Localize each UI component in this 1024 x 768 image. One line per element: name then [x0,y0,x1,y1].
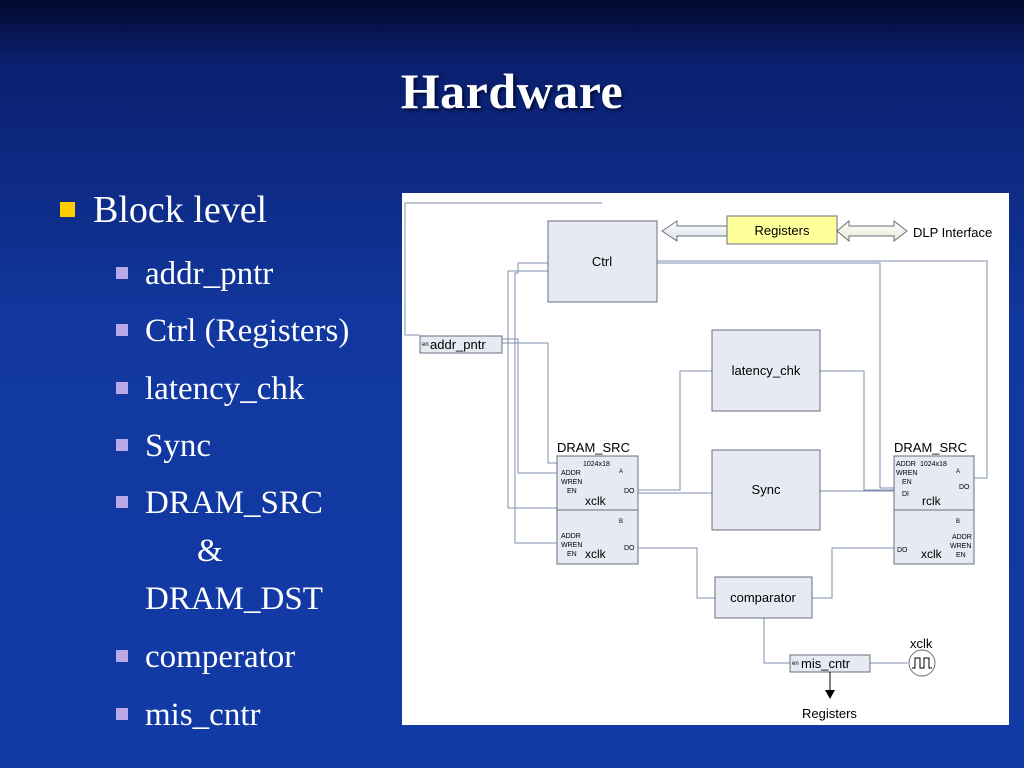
svg-text:xclk: xclk [921,547,943,561]
svg-text:DRAM_SRC: DRAM_SRC [894,440,967,455]
svg-text:DI: DI [902,491,909,498]
ctrl-block: Ctrl [547,220,658,303]
bullet-addr-pntr: addr_pntr [116,250,273,298]
bullet-dram: DRAM_SRC & DRAM_DST [116,479,323,623]
svg-text:mis_cntr: mis_cntr [801,656,851,671]
wires [404,202,988,664]
svg-text:B: B [619,519,623,525]
bullet-block-level: Block level [60,188,267,232]
svg-text:WREN: WREN [896,470,917,477]
svg-text:DRAM_SRC: DRAM_SRC [557,440,630,455]
dlp-interface-arrow [836,219,908,243]
ctrl-label: Ctrl [592,254,612,269]
svg-text:EN: EN [567,488,577,495]
slide-title: Hardware [400,63,624,119]
bullet-square-icon [116,496,128,508]
bullet-square-icon [60,201,75,217]
svg-text:DO: DO [897,547,908,554]
registers-block: Registers [726,215,838,245]
bullet-square-icon [116,267,128,279]
svg-text:en: en [792,661,799,667]
svg-text:comparator: comparator [730,590,796,605]
down-arrow-icon [825,672,835,699]
bullet-square-icon [116,650,128,662]
xclk-source-label: xclk [910,636,933,651]
svg-text:xclk: xclk [585,494,607,508]
dram-src-left: DRAM_SRC 1024x18 A ADDR WREN EN DO xclk … [556,440,639,565]
bullet-square-icon [116,382,128,394]
svg-text:ADDR: ADDR [561,533,581,540]
sync-block: Sync [711,449,821,531]
registers-output-label: Registers [802,706,857,721]
bullet-square-icon [116,324,128,336]
svg-text:B: B [956,519,960,525]
bullet-square-icon [116,708,128,720]
svg-text:Sync: Sync [752,482,781,497]
svg-text:ADDR: ADDR [896,461,916,468]
dlp-interface-label: DLP Interface [913,225,992,240]
svg-text:1024x18: 1024x18 [920,461,947,468]
svg-text:DO: DO [624,488,635,495]
bullet-sync: Sync [116,422,211,470]
bullet-ctrl-registers: Ctrl (Registers) [116,307,349,355]
svg-text:en: en [422,342,429,348]
bullet-latency-chk: latency_chk [116,365,304,413]
svg-text:Registers: Registers [755,223,810,238]
bullet-comperator: comperator [116,633,295,681]
comparator-block: comparator [714,576,813,619]
svg-text:addr_pntr: addr_pntr [430,337,486,352]
svg-text:DO: DO [959,484,970,491]
clock-source-icon [908,649,936,677]
svg-text:rclk: rclk [922,494,942,508]
svg-text:EN: EN [902,479,912,486]
svg-text:DO: DO [624,545,635,552]
svg-text:WREN: WREN [950,543,971,550]
mis-cntr-block: en mis_cntr [789,654,871,673]
svg-text:WREN: WREN [561,479,582,486]
svg-text:latency_chk: latency_chk [732,363,801,378]
bullet-mis-cntr: mis_cntr [116,691,260,739]
latency-chk-block: latency_chk [711,329,821,412]
addr-pntr-block: en addr_pntr [419,335,503,354]
svg-text:EN: EN [567,551,577,558]
svg-text:EN: EN [956,552,966,559]
svg-text:1024x18: 1024x18 [583,461,610,468]
bullet-square-icon [116,439,128,451]
svg-text:A: A [619,469,623,475]
svg-text:A: A [956,469,960,475]
registers-arrow-left [661,220,728,242]
svg-text:WREN: WREN [561,542,582,549]
svg-text:ADDR: ADDR [952,534,972,541]
svg-text:ADDR: ADDR [561,470,581,477]
block-diagram: Ctrl Registers DLP Interface en addr_pnt… [402,193,1009,725]
dram-src-right: DRAM_SRC ADDR 1024x18 A WREN EN DO DI rc… [893,440,975,565]
svg-text:xclk: xclk [585,547,607,561]
